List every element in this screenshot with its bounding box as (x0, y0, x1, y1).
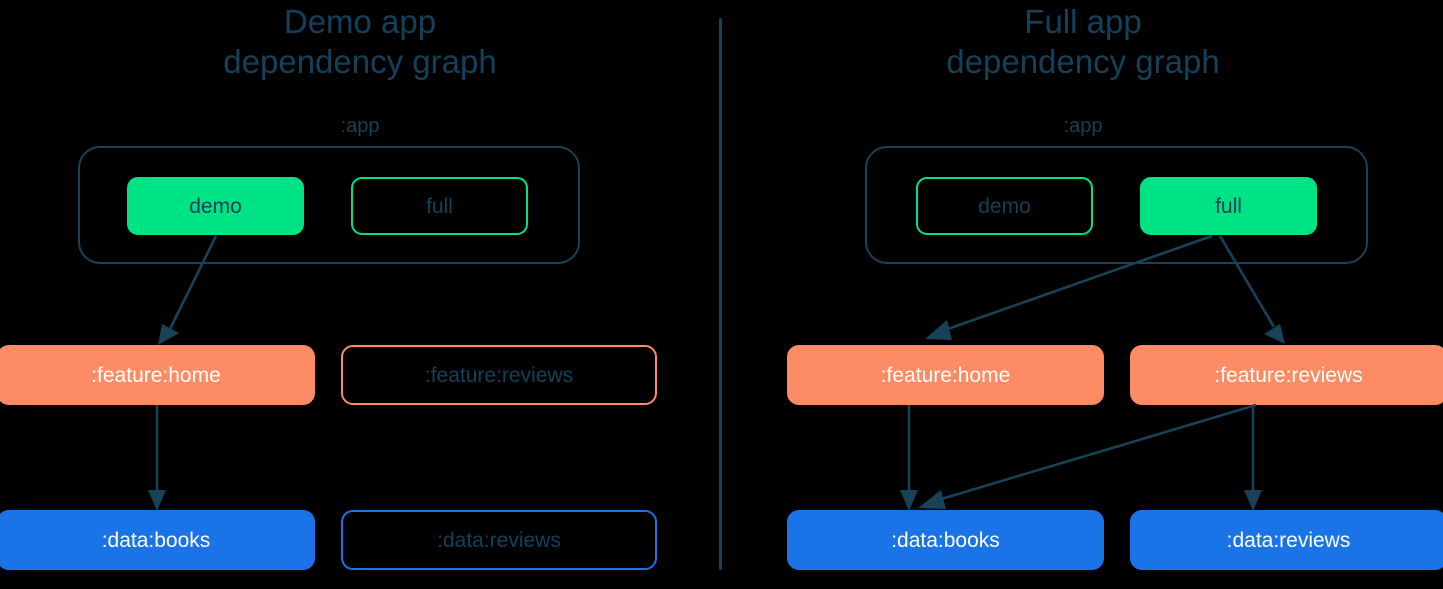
node-feature-home[interactable]: :feature:home (0, 345, 315, 405)
node-feature-home-label: :feature:home (91, 363, 221, 387)
node-data-books-label: :data:books (891, 528, 1000, 552)
panel-title-line-1: Full app (1024, 3, 1142, 40)
node-data-books-label: :data:books (101, 528, 211, 552)
node-data-books[interactable]: :data:books (787, 510, 1104, 570)
node-full-label: full (426, 194, 453, 218)
node-feature-home-label: :feature:home (880, 363, 1011, 387)
node-feature-reviews-label: :feature:reviews (1214, 363, 1363, 387)
edge-feature-reviews-to-data-reviews (1244, 405, 1262, 511)
panel-title-line-1: Demo app (283, 3, 437, 40)
edge-feature-home-to-data-books (900, 405, 918, 511)
edge-layer-demo-app (148, 235, 218, 511)
node-data-reviews[interactable]: :data:reviews (341, 510, 657, 570)
node-full-label: full (1215, 194, 1242, 218)
node-data-reviews-label: :data:reviews (437, 528, 561, 552)
node-feature-reviews[interactable]: :feature:reviews (341, 345, 657, 405)
edge-layer-full-app (900, 234, 1285, 511)
node-data-books[interactable]: :data:books (0, 510, 315, 570)
node-feature-home[interactable]: :feature:home (787, 345, 1104, 405)
group-label-app: :app (1063, 115, 1103, 137)
group-label-app: :app (340, 115, 380, 137)
node-demo[interactable]: demo (127, 177, 304, 235)
panel-title-line-2: dependency graph (946, 43, 1220, 80)
node-demo-label: demo (189, 194, 242, 218)
node-feature-reviews-label: :feature:reviews (424, 363, 574, 387)
node-demo-label: demo (978, 194, 1031, 218)
edge-feature-home-to-data-books (148, 405, 166, 511)
node-demo[interactable]: demo (916, 177, 1093, 235)
node-feature-reviews[interactable]: :feature:reviews (1130, 345, 1443, 405)
node-data-reviews[interactable]: :data:reviews (1130, 510, 1443, 570)
node-full[interactable]: full (1140, 177, 1317, 235)
edge-feature-reviews-to-data-books (918, 403, 1257, 509)
node-full[interactable]: full (351, 177, 528, 235)
node-data-reviews-label: :data:reviews (1226, 528, 1351, 552)
panel-title-line-2: dependency graph (223, 43, 497, 80)
panel-divider (719, 18, 722, 570)
